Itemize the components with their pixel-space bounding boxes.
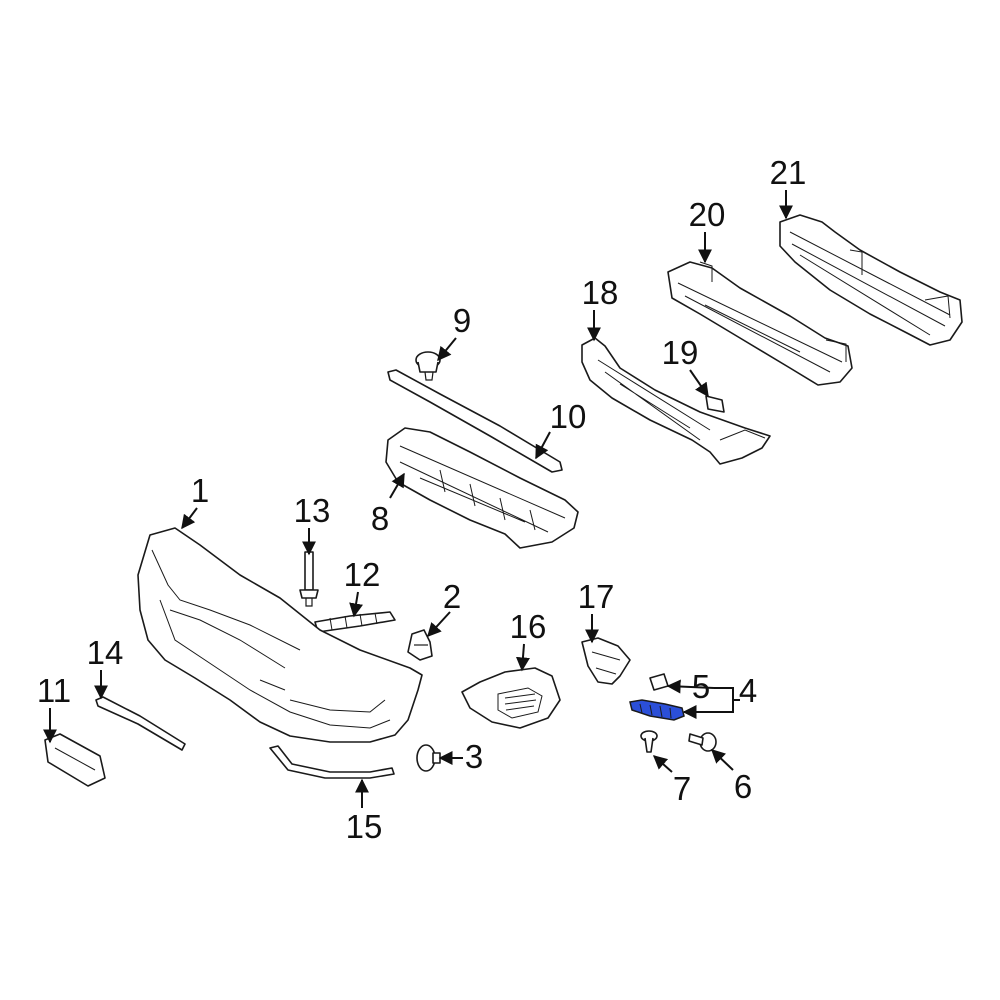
part-13-bolt[interactable] <box>299 551 319 607</box>
part-21-reinforcement-beam[interactable] <box>779 214 963 346</box>
callout-3[interactable]: 3 <box>465 738 483 775</box>
part-5-pad[interactable] <box>649 673 669 691</box>
part-14-lower-strip[interactable] <box>95 696 186 751</box>
callout-7[interactable]: 7 <box>673 770 691 807</box>
callout-6[interactable]: 6 <box>734 768 752 805</box>
part-15-lower-molding[interactable] <box>269 745 395 779</box>
part-16-fog-lamp-bezel[interactable] <box>461 667 561 729</box>
leader-lines <box>43 190 793 808</box>
callout-13[interactable]: 13 <box>294 492 331 529</box>
part-11-license-bracket[interactable] <box>44 733 106 787</box>
callout-14[interactable]: 14 <box>87 634 124 671</box>
callout-15[interactable]: 15 <box>346 808 383 845</box>
callout-9[interactable]: 9 <box>453 302 471 339</box>
part-1-bumper-cover[interactable] <box>137 527 423 743</box>
part-18-foam-absorber[interactable] <box>581 337 771 465</box>
callout-20[interactable]: 20 <box>689 196 726 233</box>
callout-18[interactable]: 18 <box>582 274 619 311</box>
callout-21[interactable]: 21 <box>770 154 807 191</box>
part-19-bracket[interactable] <box>705 395 725 413</box>
part-17-side-bracket[interactable] <box>581 637 631 685</box>
callout-8[interactable]: 8 <box>371 500 389 537</box>
callout-19[interactable]: 19 <box>662 334 699 371</box>
callout-2[interactable]: 2 <box>443 578 461 615</box>
part-4-bumper-guide-highlighted[interactable] <box>629 699 685 721</box>
callout-5[interactable]: 5 <box>692 668 710 705</box>
callout-16[interactable]: 16 <box>510 608 547 645</box>
part-2-retainer[interactable] <box>407 629 433 661</box>
part-9-clip[interactable] <box>415 351 441 381</box>
callout-4[interactable]: 4 <box>739 672 757 709</box>
part-8-upper-support[interactable] <box>385 427 579 549</box>
part-7-screw[interactable] <box>640 730 658 753</box>
part-6-bolt[interactable] <box>688 732 717 752</box>
callout-10[interactable]: 10 <box>550 398 587 435</box>
part-10-molding-strip[interactable] <box>387 369 563 473</box>
callout-12[interactable]: 12 <box>344 556 381 593</box>
part-3-push-pin[interactable] <box>416 744 441 772</box>
callout-1[interactable]: 1 <box>191 472 209 509</box>
callout-17[interactable]: 17 <box>578 578 615 615</box>
callout-11[interactable]: 11 <box>37 672 71 709</box>
callout-numbers: 1 2 3 4 5 6 7 8 9 10 11 12 13 14 15 16 1… <box>37 154 806 845</box>
